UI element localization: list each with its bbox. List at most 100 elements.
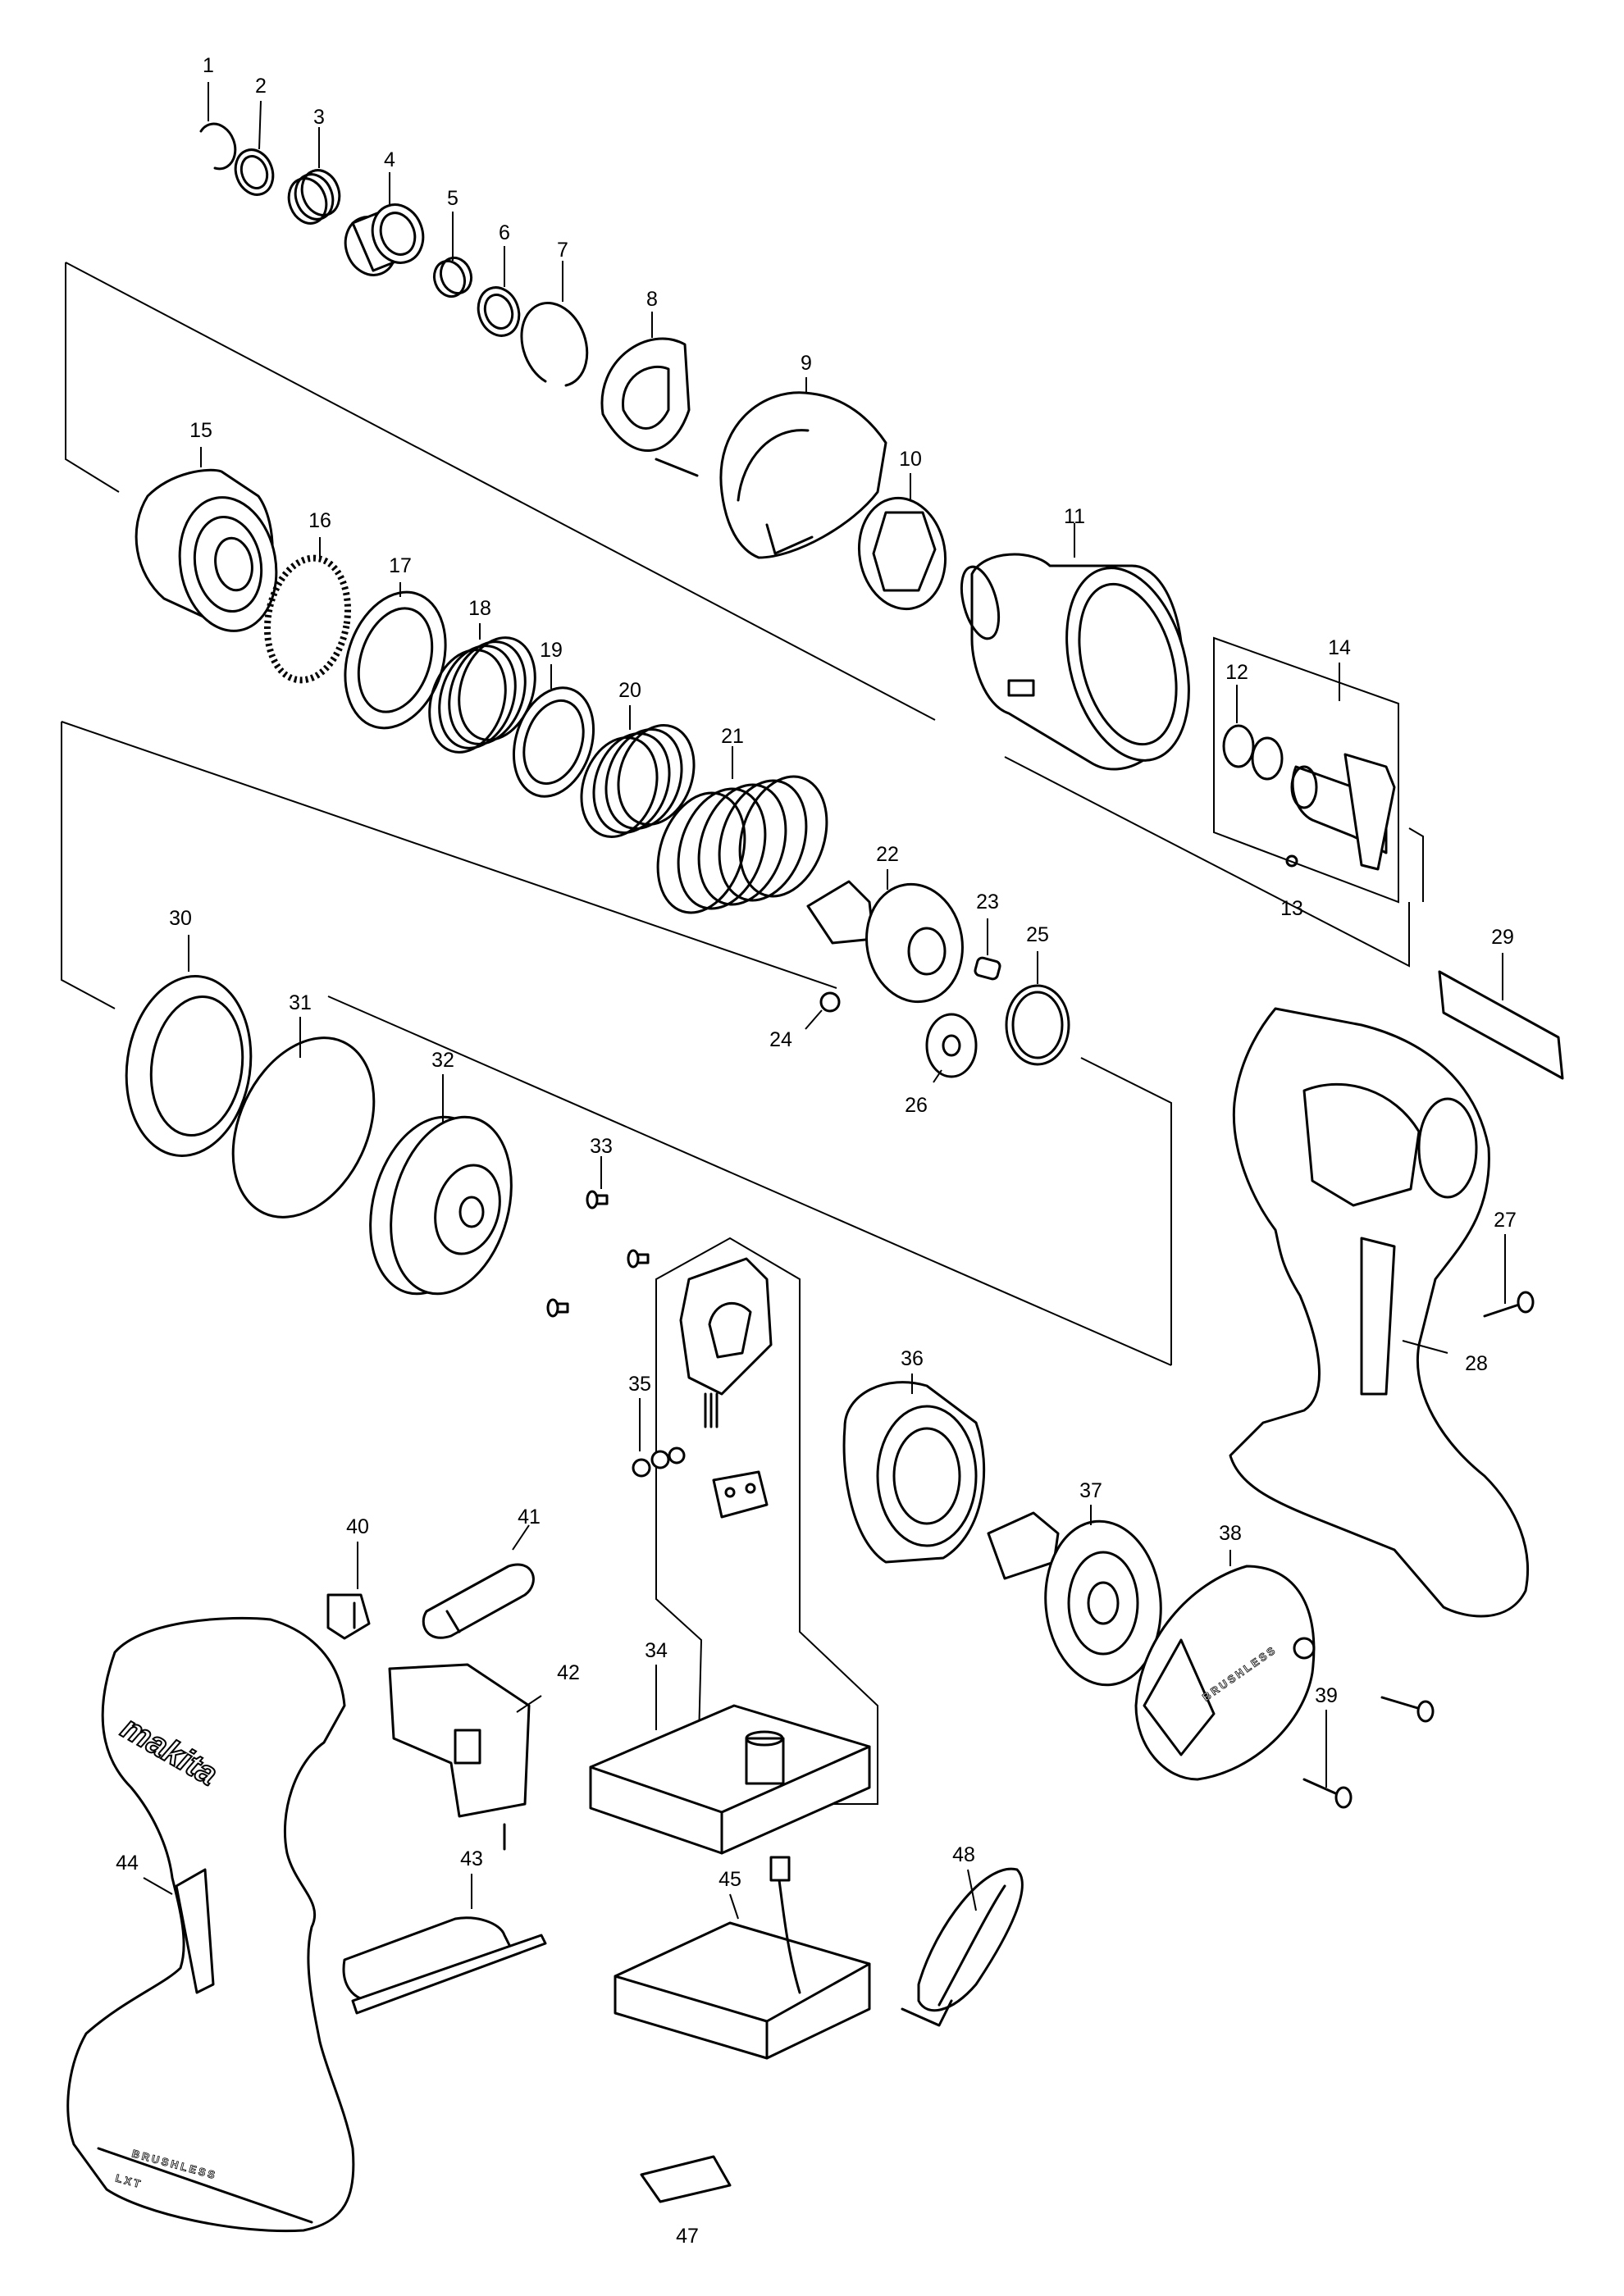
part-36-stator bbox=[842, 1374, 986, 1564]
part-label-31: 31 bbox=[289, 991, 312, 1014]
part-label-42: 42 bbox=[557, 1661, 580, 1684]
part-label-44: 44 bbox=[116, 1852, 139, 1875]
part-24-steel-ball bbox=[805, 991, 841, 1030]
part-label-11: 11 bbox=[1064, 505, 1085, 528]
part-label-3: 3 bbox=[313, 106, 325, 129]
part-42-switch bbox=[388, 1663, 542, 1851]
part-28-housing-set bbox=[1229, 1007, 1530, 1618]
part-label-10: 10 bbox=[899, 448, 922, 471]
part-45-terminal-base bbox=[614, 1856, 871, 2060]
part-10-hex-washer bbox=[857, 473, 947, 611]
part-34-clip bbox=[712, 1470, 769, 1519]
part-label-30: 30 bbox=[169, 907, 192, 930]
part-label-47: 47 bbox=[676, 2225, 699, 2248]
part-label-18: 18 bbox=[468, 597, 491, 620]
part-label-27: 27 bbox=[1494, 1209, 1517, 1232]
part-14-anvil bbox=[1290, 753, 1396, 871]
part-label-19: 19 bbox=[540, 639, 563, 662]
part-37-rotor bbox=[987, 1505, 1162, 1687]
part-label-22: 22 bbox=[876, 843, 899, 866]
part-label-29: 29 bbox=[1491, 926, 1514, 949]
part-label-40: 40 bbox=[346, 1515, 369, 1538]
part-label-6: 6 bbox=[499, 221, 510, 244]
part-12-o-rings bbox=[1222, 685, 1284, 781]
part-label-24: 24 bbox=[769, 1028, 792, 1051]
part-34-sensor-plate bbox=[679, 1257, 773, 1428]
part-label-16: 16 bbox=[308, 509, 331, 532]
part-35-screws bbox=[632, 1398, 686, 1478]
part-label-23: 23 bbox=[976, 891, 999, 913]
part-label-34: 34 bbox=[645, 1639, 668, 1662]
part-label-15: 15 bbox=[189, 419, 212, 442]
assembly-outline-electronics-group bbox=[655, 1237, 878, 1805]
part-label-48: 48 bbox=[952, 1843, 975, 1866]
part-label-5: 5 bbox=[447, 187, 458, 210]
part-14-anvil-box bbox=[1213, 636, 1399, 904]
part-19-washer bbox=[512, 664, 595, 798]
assembly-outline-hammer-group bbox=[65, 262, 1424, 968]
part-label-21: 21 bbox=[721, 725, 744, 748]
part-26-washer bbox=[925, 1013, 978, 1083]
part-label-8: 8 bbox=[646, 288, 658, 311]
part-11-hammer-case bbox=[960, 523, 1190, 771]
part-label-45: 45 bbox=[718, 1868, 741, 1891]
part-13-ball bbox=[1285, 854, 1298, 868]
part-label-1: 1 bbox=[203, 54, 214, 77]
part-15-hammer bbox=[135, 447, 278, 632]
part-label-41: 41 bbox=[518, 1506, 541, 1528]
part-label-28: 28 bbox=[1465, 1352, 1488, 1375]
part-33-screws bbox=[546, 1156, 650, 1318]
part-8-retainer bbox=[600, 312, 699, 477]
part-3-spring bbox=[287, 127, 341, 225]
part-43-pad bbox=[342, 1874, 547, 2015]
part-31-o-ring bbox=[231, 1017, 376, 1219]
part-39-screws bbox=[1302, 1696, 1435, 1809]
part-label-32: 32 bbox=[431, 1049, 454, 1072]
part-17-flat-washer bbox=[344, 582, 447, 730]
part-25-o-ring bbox=[1005, 951, 1070, 1066]
part-label-4: 4 bbox=[384, 148, 395, 171]
part-44-housing-left: makita BRUSHLESS LXT bbox=[66, 1616, 355, 2233]
part-29-nameplate bbox=[1438, 953, 1564, 1080]
part-9-cover bbox=[719, 377, 887, 559]
part-label-38: 38 bbox=[1219, 1522, 1242, 1545]
part-label-25: 25 bbox=[1026, 923, 1049, 946]
part-number-labels: 1 2 3 4 5 6 7 8 9 10 11 12 13 14 15 16 1… bbox=[116, 54, 1517, 2248]
part-34-controller-board bbox=[589, 1665, 871, 1855]
part-label-36: 36 bbox=[901, 1347, 924, 1370]
part-label-14: 14 bbox=[1328, 636, 1351, 659]
part-41-switch-lever bbox=[422, 1524, 535, 1639]
part-label-2: 2 bbox=[255, 75, 267, 98]
part-2-washer bbox=[234, 100, 275, 196]
assembly-outline-gear-group bbox=[61, 721, 1172, 1366]
part-32-gear-housing bbox=[369, 1074, 513, 1296]
part-21-compression-spring bbox=[656, 746, 828, 914]
part-label-26: 26 bbox=[905, 1094, 928, 1117]
part-18-spring-set bbox=[428, 623, 536, 754]
part-40-terminal bbox=[326, 1542, 371, 1640]
part-5-ring bbox=[432, 212, 473, 298]
part-label-9: 9 bbox=[801, 352, 812, 375]
part-label-12: 12 bbox=[1225, 661, 1248, 684]
part-6-washer bbox=[477, 246, 521, 337]
part-23-pin bbox=[974, 918, 1001, 981]
part-label-33: 33 bbox=[590, 1135, 613, 1158]
part-label-7: 7 bbox=[557, 239, 568, 262]
part-20-spring bbox=[580, 705, 696, 839]
part-1-snap-ring bbox=[199, 82, 237, 171]
part-30-ring-gear bbox=[125, 935, 253, 1157]
part-38-rear-cover: BRUSHLESS bbox=[1134, 1550, 1316, 1781]
part-47-label bbox=[640, 2155, 732, 2203]
part-label-20: 20 bbox=[618, 679, 641, 702]
part-27-screw bbox=[1483, 1234, 1535, 1318]
part-label-13: 13 bbox=[1280, 897, 1303, 920]
part-4-sleeve bbox=[344, 172, 425, 276]
part-label-17: 17 bbox=[389, 554, 412, 577]
part-22-spindle bbox=[806, 869, 964, 1004]
part-label-43: 43 bbox=[460, 1847, 483, 1870]
part-label-39: 39 bbox=[1315, 1684, 1338, 1707]
part-label-37: 37 bbox=[1079, 1479, 1102, 1502]
part-48-strap bbox=[901, 1867, 1024, 2027]
part-7-wire-ring bbox=[520, 261, 589, 387]
